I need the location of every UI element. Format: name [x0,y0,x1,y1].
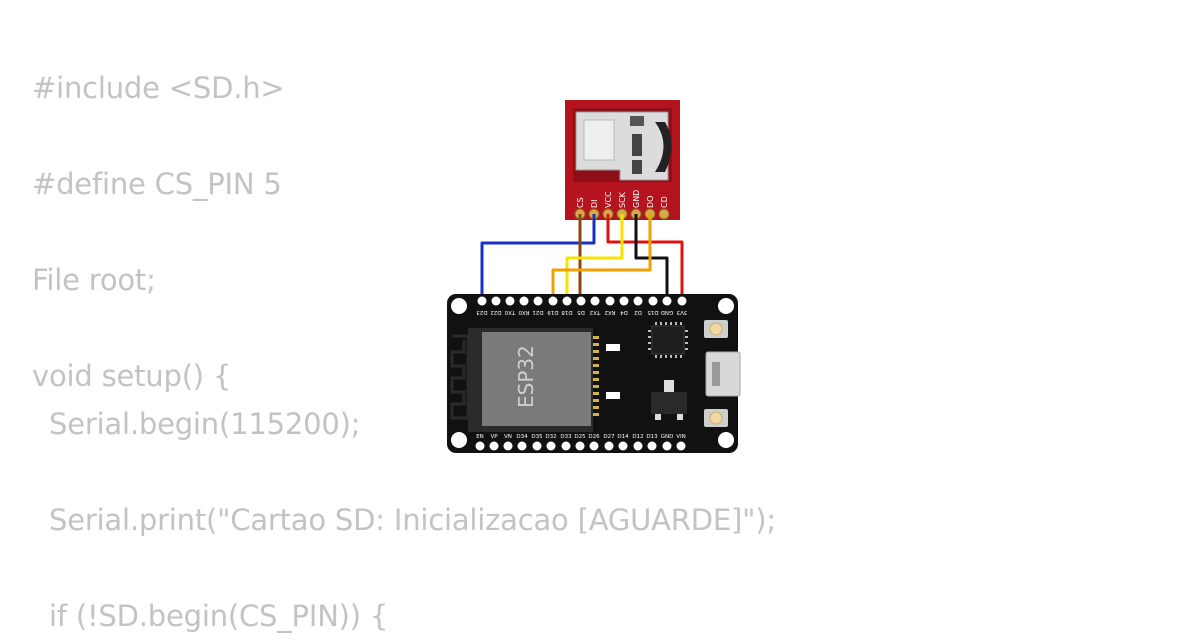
esp32-bottom-label: EN [476,434,484,440]
esp32-pin-d27 [604,441,614,451]
esp32-pin-d33 [561,441,571,451]
smd-component [606,392,620,399]
antenna-trace-icon [450,334,470,420]
esp32-bottom-header [475,441,686,451]
esp32-pin-d18 [562,296,572,306]
wire-orange-do-d19 [551,214,652,300]
esp32-pin-d15 [648,296,658,306]
sd-pin-label-vcc: VCC [604,191,613,208]
esp32-chip-label: ESP32 [514,345,538,408]
esp32-pin-d12 [633,441,643,451]
esp32-pin-d23 [477,296,487,306]
esp32-pin-d21 [533,296,543,306]
micro-usb-port[interactable] [705,351,741,397]
esp32-top-label: GND [661,309,674,315]
mounting-hole [718,298,734,314]
sd-pin-label-cs: CS [576,197,585,208]
esp32-pin-vin [676,441,686,451]
esp32-pin-d32 [546,441,556,451]
wires[interactable] [480,214,684,300]
esp32-top-pin-labels: D23 D22 TX0 RX0 D21 D19 D18 D5 TX2 RX2 D… [476,309,688,315]
esp32-pin-d34 [517,441,527,451]
esp32-top-label: D4 [620,309,628,315]
esp32-top-label: D19 [547,309,559,315]
esp32-bottom-label: GND [661,434,674,440]
esp32-pin-d14 [618,441,628,451]
esp32-bottom-label: VP [490,434,498,440]
esp32-top-label: TX2 [590,309,602,315]
esp32-top-header [477,296,687,306]
esp32-pin-rx0 [519,296,529,306]
sd-pin-label-sck: SCK [618,191,627,208]
esp32-top-label: D23 [476,309,488,315]
sd-card-module[interactable]: CS DI VCC SCK GND DO CD [565,100,680,220]
esp32-bottom-label: D34 [516,434,528,440]
mounting-hole [451,432,467,448]
voltage-regulator [651,380,687,420]
esp32-bottom-label: D27 [603,434,615,440]
esp32-top-label: RX0 [518,309,530,315]
esp32-chip-shield [482,332,591,426]
sd-pin-label-gnd: GND [632,190,641,208]
esp32-pin-d19 [548,296,558,306]
sd-pin-cd [658,208,670,220]
esp32-bottom-label: D14 [617,434,629,440]
esp32-pin-d13 [647,441,657,451]
esp32-top-label: D2 [634,309,642,315]
wire-blue-di-d23 [480,214,596,300]
wire-yellow-sck-d18 [565,214,624,300]
esp32-board[interactable]: ESP32 [447,294,741,453]
esp32-pin-d4 [619,296,629,306]
esp32-pin-tx2 [590,296,600,306]
sd-pin-label-do: DO [646,196,655,208]
esp32-pin-tx0 [505,296,515,306]
boot-button[interactable] [704,320,728,338]
esp32-top-label: TX0 [504,309,516,315]
esp32-pin-rx2 [605,296,615,306]
esp32-bottom-label: D26 [588,434,600,440]
mounting-hole [718,432,734,448]
esp32-top-label: D15 [647,309,659,315]
esp32-pin-vp [489,441,499,451]
reset-button[interactable] [704,409,728,427]
esp32-pin-vn [503,441,513,451]
sd-pin-label-cd: CD [660,196,669,208]
esp32-bottom-label: VIN [676,434,686,440]
esp32-bottom-label: D13 [646,434,658,440]
esp32-pin-en [475,441,485,451]
esp32-pin-d2 [633,296,643,306]
mounting-hole [451,298,467,314]
usb-uart-chip [648,322,688,358]
esp32-bottom-label: VN [504,434,512,440]
sd-card-slot-icon [575,111,672,181]
esp32-pin-gnd-bottom [662,441,672,451]
esp32-top-label: D18 [561,309,573,315]
esp32-pin-gnd-top [662,296,672,306]
sd-pin-label-di: DI [590,199,599,208]
module-castellated-pads [593,336,599,416]
smd-component [606,344,620,351]
esp32-bottom-label: D12 [632,434,643,440]
esp32-bottom-label: D33 [560,434,572,440]
esp32-top-label: D21 [532,309,543,315]
esp32-bottom-label: D32 [545,434,556,440]
esp32-top-label: RX2 [604,309,615,315]
esp32-pin-d26 [589,441,599,451]
esp32-top-label: D22 [490,309,501,315]
esp32-pin-3v3 [677,296,687,306]
esp32-bottom-label: D35 [531,434,543,440]
esp32-pin-d22 [491,296,501,306]
esp32-bottom-label: D25 [574,434,586,440]
esp32-top-label: 3V3 [676,309,687,315]
esp32-bottom-pin-labels: EN VP VN D34 D35 D32 D33 D25 D26 D27 D14… [476,434,686,440]
esp32-pin-d5 [576,296,586,306]
esp32-pin-d35 [532,441,542,451]
esp32-top-label: D5 [577,309,585,315]
wire-red-vcc-3v3 [606,214,684,300]
esp32-pin-d25 [575,441,585,451]
sd-pin-labels: CS DI VCC SCK GND DO CD [576,190,669,208]
